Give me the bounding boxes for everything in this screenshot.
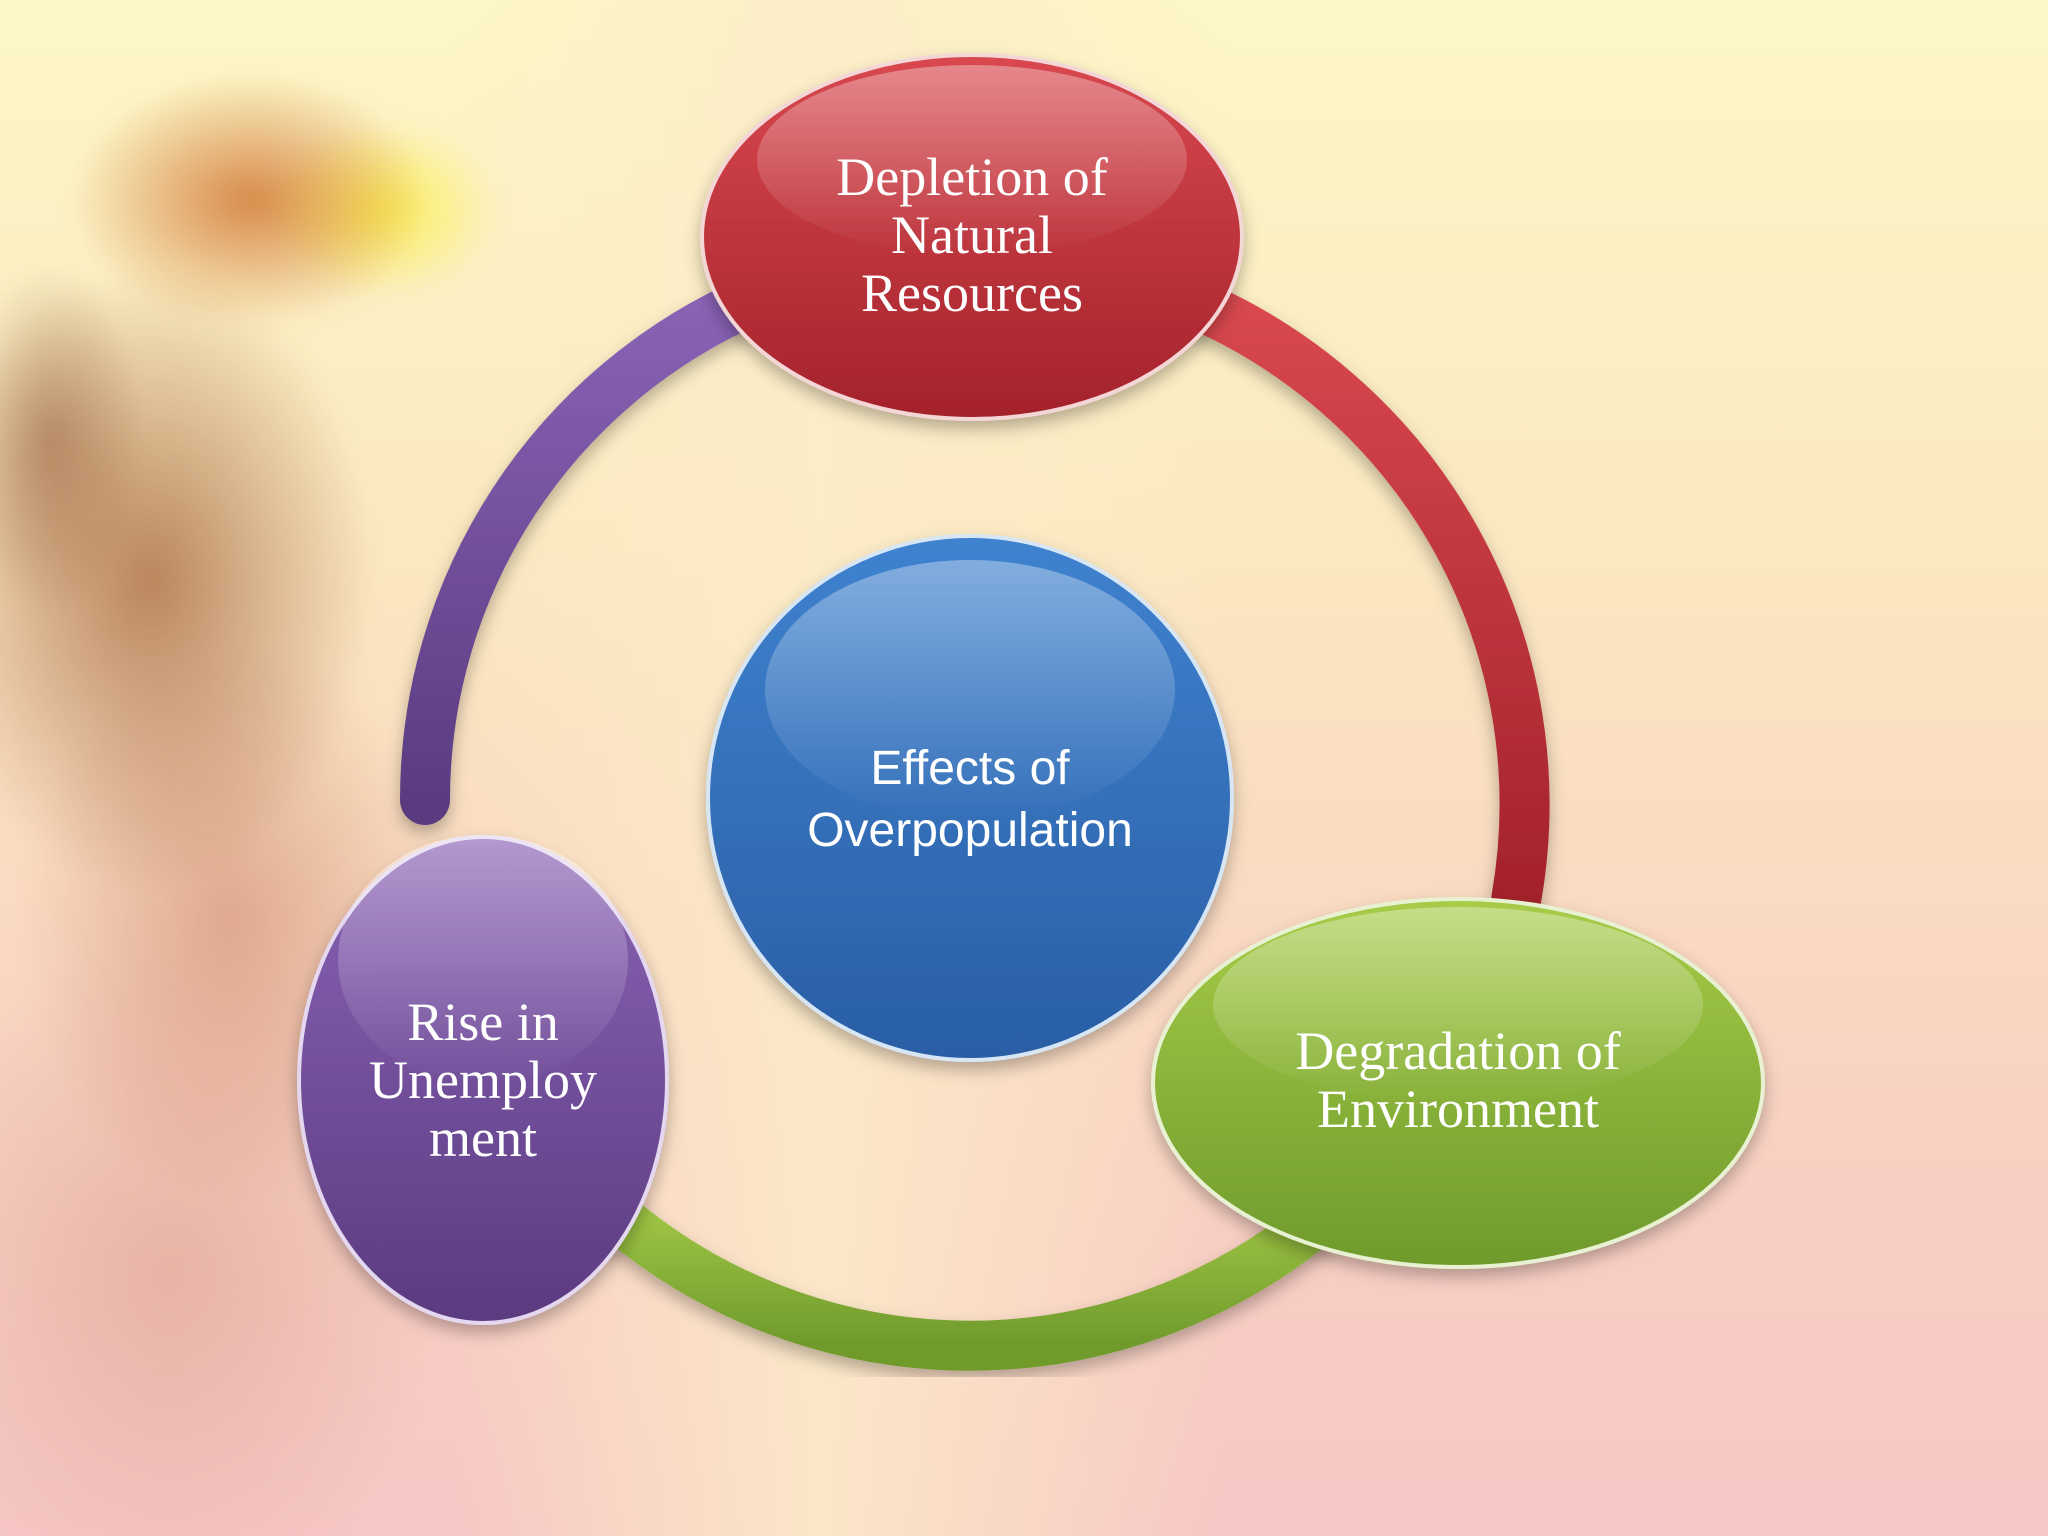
ring-arc-purple (400, 276, 776, 825)
node-unemployment-text: Rise in Unemploy ment (369, 992, 597, 1168)
node-depletion (700, 53, 1244, 421)
node-depletion-text: Depletion of Natural Resources (836, 147, 1108, 323)
ring-arc-red (1159, 274, 1550, 923)
node-unemployment (297, 835, 669, 1325)
node-degradation-label: Degradation of Environment (1218, 1000, 1698, 1160)
center-node (706, 534, 1234, 1062)
ring-arc-green (562, 1164, 1365, 1371)
node-depletion-label: Depletion of Natural Resources (762, 130, 1182, 340)
center-label: Effects of Overpopulation (730, 700, 1210, 900)
node-unemployment-label: Rise in Unemploy ment (333, 975, 633, 1185)
node-degradation-text: Degradation of Environment (1295, 1021, 1621, 1139)
center-label-text: Effects of Overpopulation (807, 742, 1133, 857)
node-degradation (1151, 897, 1765, 1269)
